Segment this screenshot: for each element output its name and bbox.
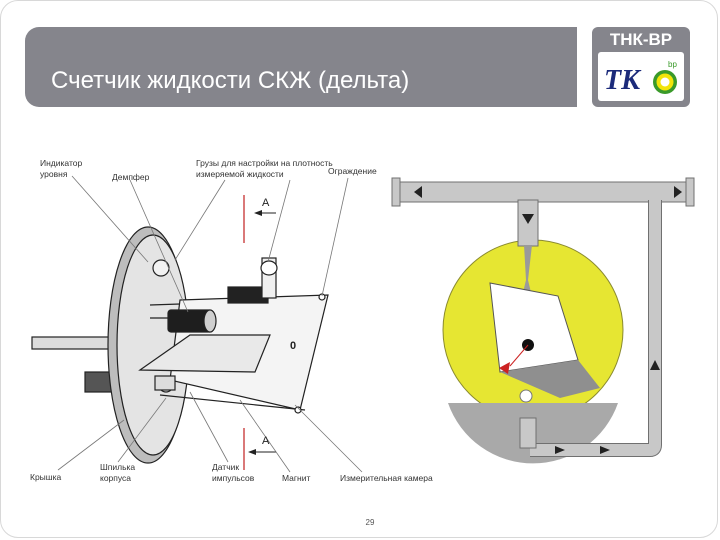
- pivot-screw-bottom: [294, 406, 302, 414]
- weight-post-cap: [260, 260, 278, 276]
- outlet-flange: [685, 177, 695, 207]
- frame-stud-bottom: [159, 394, 306, 411]
- section-arrowhead-bottom: [248, 449, 256, 455]
- leader-chamber: [294, 404, 363, 473]
- return-pipe: [530, 200, 661, 456]
- logo-tk-mark: ТК: [604, 65, 642, 96]
- leader-indicator: [71, 175, 149, 263]
- section-a-markers: [243, 195, 276, 470]
- pivot-screw-top: [318, 293, 326, 301]
- section-arrowhead-top: [254, 210, 262, 216]
- label-cover: Крышка: [30, 472, 62, 482]
- flow-scheme: [391, 177, 695, 464]
- logo-mark: ТК bp: [604, 60, 677, 96]
- flow-arrow-down: [522, 214, 534, 224]
- label-magnet: Магнит: [282, 473, 311, 483]
- logo-company-name: ТНК-ВР: [609, 30, 673, 49]
- flow-arrows: [414, 186, 682, 454]
- company-logo: ТНК-ВР ТК bp: [592, 27, 690, 107]
- label-frame-stud: Шпилька корпуса: [100, 462, 136, 483]
- shaft: [31, 336, 115, 350]
- magnet-block: [154, 375, 176, 391]
- rotor-wedge: [138, 334, 271, 373]
- label-baffle: Ограждение: [328, 166, 377, 176]
- label-weights: Грузы для настройки на плотность измеряе…: [196, 158, 333, 179]
- magnet-dot: [519, 389, 533, 403]
- logo-panel: ТК bp: [598, 52, 684, 101]
- label-indicator: Индикатор уровня: [40, 158, 83, 179]
- section-label-bottom: А: [262, 435, 270, 447]
- title-bar: Счетчик жидкости СКЖ (дельта): [25, 27, 577, 107]
- chamber-outlet-stub: [519, 417, 537, 449]
- leader-stud: [117, 397, 167, 463]
- leader-sensor: [189, 391, 229, 463]
- leader-damper: [129, 179, 189, 313]
- leader-weights-a: [174, 179, 226, 261]
- label-pulse-sensor: Датчик импульсов: [212, 462, 255, 483]
- inlet-pipe: [397, 181, 691, 203]
- leader-magnet: [239, 399, 291, 473]
- red-marker: [499, 362, 510, 374]
- leader-lines: [57, 175, 363, 473]
- meter-assembly: [31, 226, 329, 464]
- flow-arrow-up: [650, 360, 660, 370]
- flow-arrow-bottom-right: [555, 446, 565, 454]
- leader-baffle: [321, 177, 349, 297]
- inlet-flange: [391, 177, 401, 207]
- damper-cap: [203, 309, 217, 333]
- label-measuring-chamber: Измерительная камера: [340, 473, 433, 483]
- flow-arrow-inlet: [414, 186, 422, 198]
- bp-text: bp: [668, 60, 677, 69]
- page-number: 29: [365, 518, 375, 527]
- leader-cover: [57, 419, 125, 471]
- leader-weights-b: [267, 179, 291, 263]
- flow-arrow-bottom-right-2: [600, 446, 610, 454]
- flow-arrow-outlet: [674, 186, 682, 198]
- label-damper: Демпфер: [112, 172, 150, 182]
- bp-helios-icon: [653, 70, 677, 94]
- red-marker-line: [509, 344, 529, 367]
- zero-mark: 0: [290, 340, 296, 352]
- section-label-top: А: [262, 197, 270, 209]
- vessel-liquid: [500, 360, 600, 398]
- slide-title: Счетчик жидкости СКЖ (дельта): [51, 67, 410, 94]
